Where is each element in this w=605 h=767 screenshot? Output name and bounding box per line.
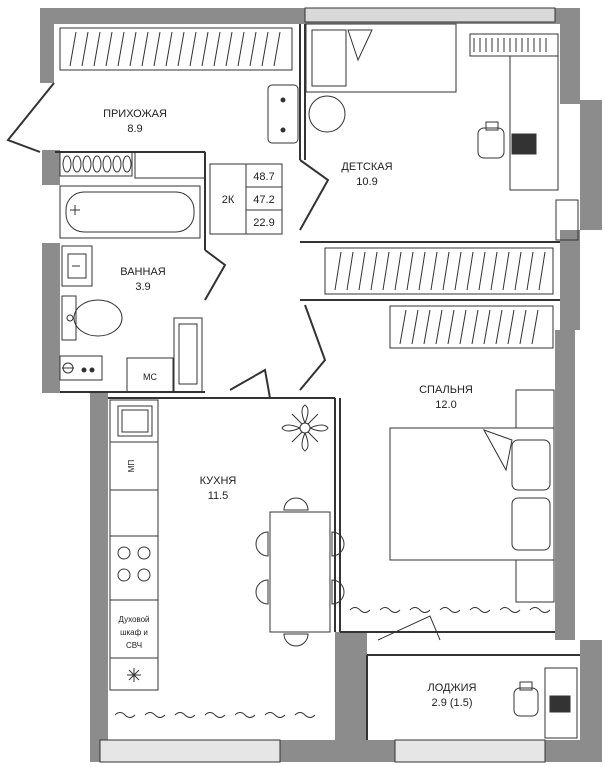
oven-label-1: Духовой — [118, 615, 149, 624]
room-name-bedroom: СПАЛЬНЯ — [419, 384, 473, 396]
room-name-nursery: ДЕТСКАЯ — [341, 161, 392, 173]
stove-icon — [117, 546, 151, 582]
kitchen-counter — [109, 399, 159, 691]
bathroom-controls-icon — [59, 355, 103, 381]
room-area-bathroom: 3.9 — [135, 281, 150, 293]
toilet-icon — [61, 295, 123, 341]
nursery-desk-icon — [477, 55, 559, 191]
plant-icon — [281, 404, 329, 452]
sink-icon — [61, 245, 93, 287]
total-area: 48.7 — [253, 171, 274, 183]
service-shaft-label: МС — [143, 372, 157, 382]
shoe-rack — [59, 151, 206, 179]
area-value-2: 47.2 — [253, 194, 274, 206]
dishwasher-label: МП — [127, 460, 136, 473]
room-area-kitchen: 11.5 — [208, 490, 229, 502]
wardrobe-bedroom — [389, 305, 554, 349]
oven-label-2: шкаф и — [120, 628, 148, 637]
kitchen-sink-icon — [117, 405, 153, 437]
wardrobe-nursery — [324, 247, 554, 295]
area-summary-table — [209, 163, 283, 235]
room-name-hallway: ПРИХОЖАЯ — [103, 108, 167, 120]
room-area-hallway: 8.9 — [127, 123, 142, 135]
room-area-bedroom: 12.0 — [435, 399, 456, 411]
exterior-walls — [40, 8, 602, 762]
window-hallway — [99, 7, 556, 763]
oven-label-3: СВЧ — [126, 641, 142, 650]
room-area-nursery: 10.9 — [356, 176, 377, 188]
bathtub-icon — [59, 185, 201, 239]
apartment-type: 2К — [222, 194, 235, 206]
service-shaft — [126, 317, 203, 393]
radiator-marks — [114, 607, 551, 718]
room-name-loggia: ЛОДЖИЯ — [428, 682, 477, 694]
hallway-cabinet — [267, 84, 299, 144]
loggia-desk-icon — [513, 667, 578, 739]
nursery-bed-icon — [305, 23, 457, 93]
wardrobe-hallway — [59, 27, 293, 71]
living-area: 22.9 — [253, 217, 274, 229]
room-name-kitchen: КУХНЯ — [200, 475, 237, 487]
bedroom-nightstand-icon — [515, 389, 555, 603]
room-area-loggia: 2.9 (1.5) — [432, 697, 473, 709]
nursery-round-table-icon — [308, 95, 346, 133]
room-name-bathroom: ВАННАЯ — [120, 266, 166, 278]
dining-table-icon — [255, 497, 345, 647]
nursery-shelf-icon — [469, 33, 559, 57]
fridge-snowflake-icon — [127, 668, 141, 682]
nursery-dresser-icon — [555, 199, 579, 241]
bedroom-bed-icon — [389, 427, 555, 561]
loggia-door-icon — [377, 615, 441, 641]
